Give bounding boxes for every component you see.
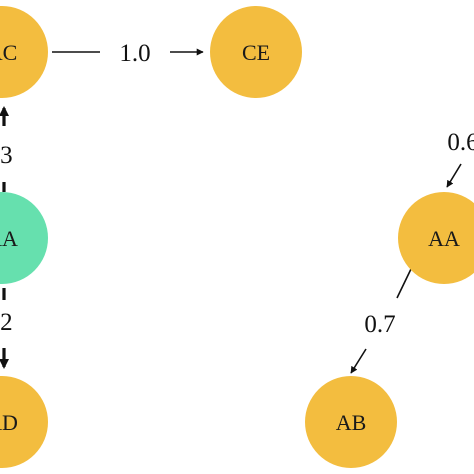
edge-label-in-aa-right: 0.6 xyxy=(447,129,474,156)
edge-aa-right-to-ab: 0.7 xyxy=(350,268,412,374)
node-ac: AC xyxy=(0,6,48,98)
node-label-aa-left: AA xyxy=(0,226,18,251)
node-ab: AB xyxy=(305,376,397,468)
node-label-ab: AB xyxy=(336,410,367,435)
node-label-aa-right: AA xyxy=(428,226,460,251)
edge-aa-to-ac: 0.3 xyxy=(0,106,13,192)
node-label-ce: CE xyxy=(242,40,270,65)
node-aa-left: AA xyxy=(0,192,48,284)
node-label-ad: AD xyxy=(0,410,18,435)
edge-ac-to-ce: 1.0 xyxy=(52,40,204,67)
edge-label-aa-right-ab: 0.7 xyxy=(364,311,395,338)
node-label-ac: AC xyxy=(0,40,17,65)
node-aa-right: AA xyxy=(398,192,474,284)
edge-label-ac-ce: 1.0 xyxy=(119,40,150,67)
edge-label-aa-ad: 0.2 xyxy=(0,309,13,336)
node-ad: AD xyxy=(0,376,48,468)
edge-aa-to-ad: 0.2 xyxy=(0,288,13,369)
edge-in-to-aa-right: 0.6 xyxy=(446,129,474,188)
node-ce: CE xyxy=(210,6,302,98)
edge-label-aa-ac: 0.3 xyxy=(0,142,13,169)
